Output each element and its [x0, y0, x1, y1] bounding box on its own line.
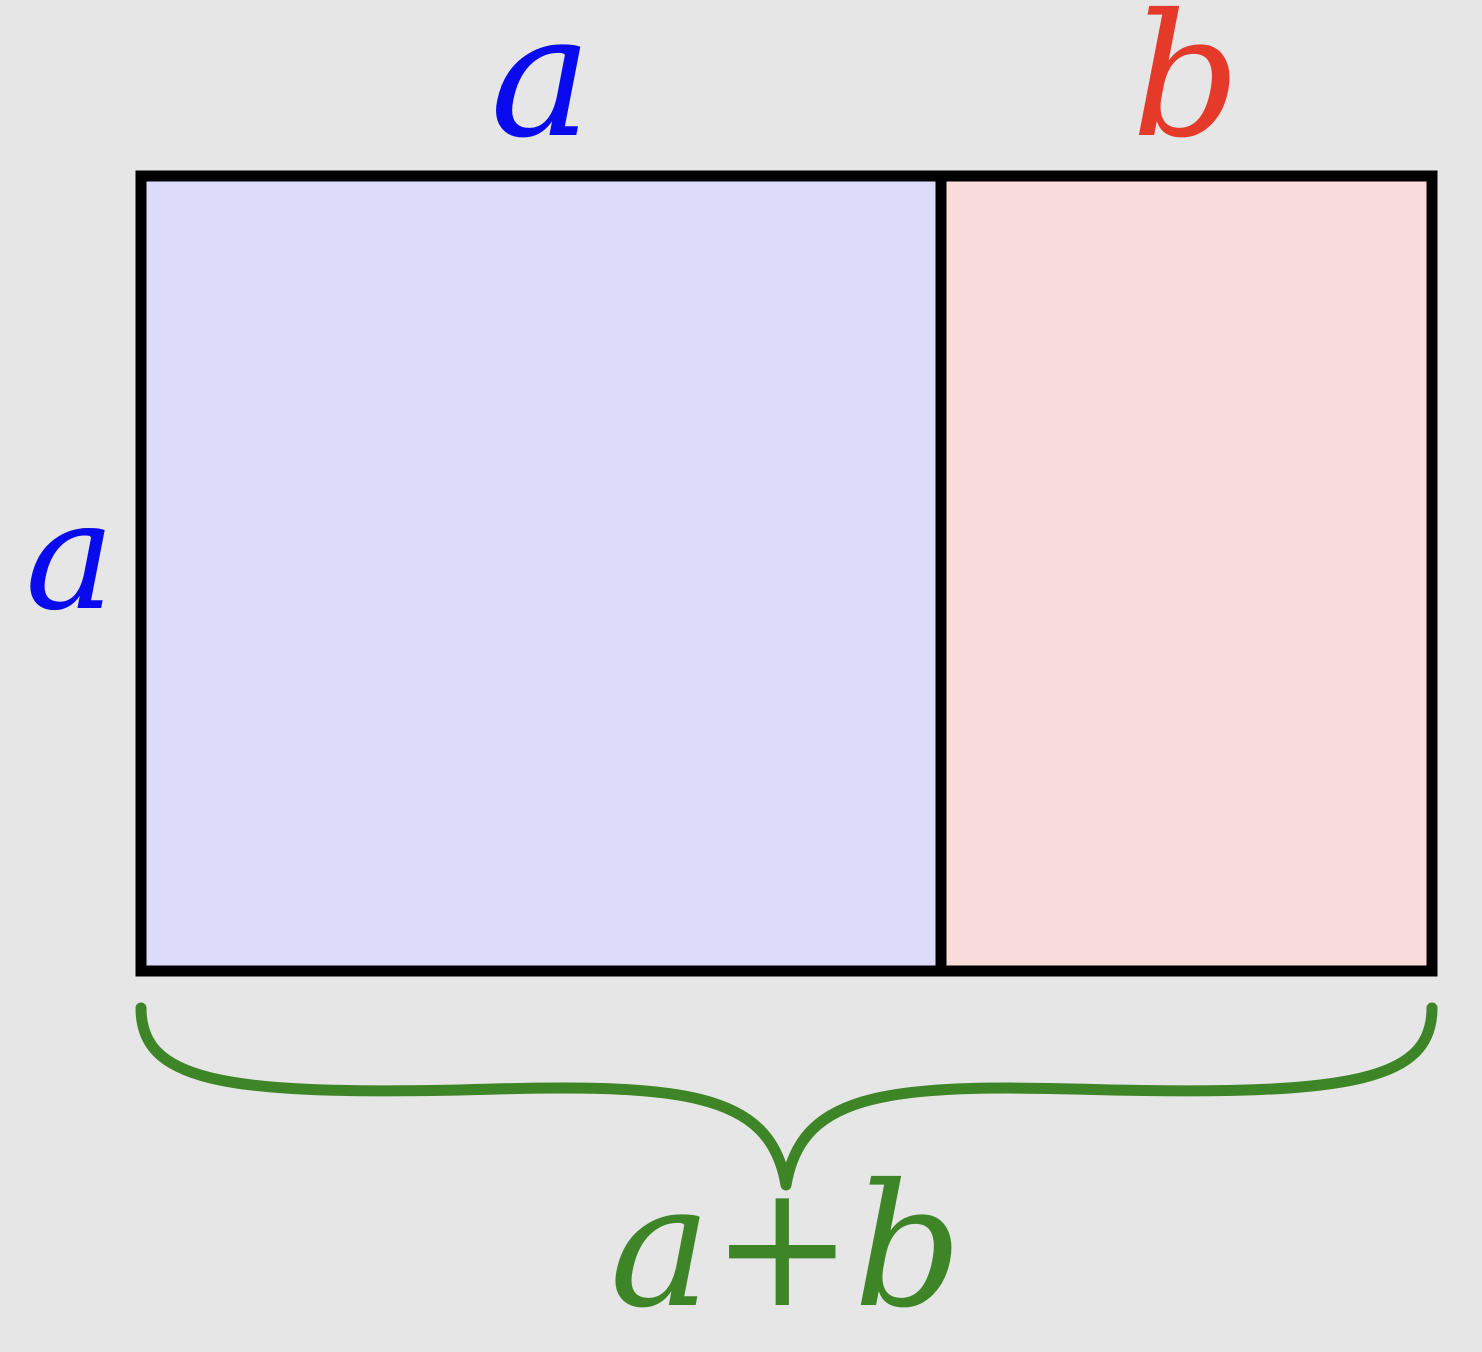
- label-side-a: a: [25, 470, 114, 644]
- square-a: [141, 176, 941, 971]
- label-sum-a-plus-b: a+b: [610, 1148, 963, 1346]
- curly-brace: [135, 1002, 1438, 1191]
- outer-outline: [135, 170, 1438, 977]
- rectangle-b: [941, 176, 1432, 971]
- label-top-a: a: [490, 0, 591, 176]
- label-top-b: b: [1132, 0, 1241, 176]
